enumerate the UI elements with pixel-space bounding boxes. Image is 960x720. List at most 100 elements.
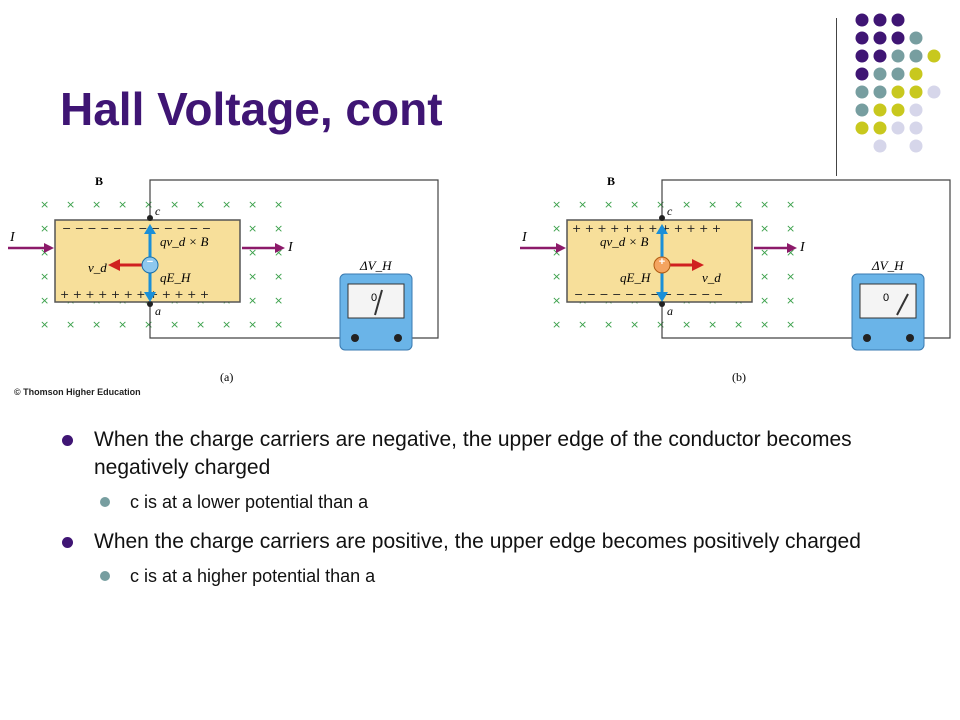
- magnetic-field-x-mark: ×: [578, 198, 587, 211]
- current-out-label-b: I: [800, 240, 805, 255]
- figure-a: ××××××××××××××××××××××××××××××××××××××××…: [0, 170, 450, 390]
- dot-grid-shapes: [855, 13, 941, 153]
- svg-text:− − − − − − − − − − − −: − − − − − − − − − − − −: [574, 288, 723, 301]
- magnetic-field-x-mark: ×: [760, 294, 769, 307]
- decorative-dot: [909, 67, 923, 81]
- decorative-dot: [855, 49, 869, 63]
- magnetic-field-x-mark: ×: [40, 318, 49, 331]
- magnetic-field-x-mark: ×: [552, 294, 561, 307]
- decorative-divider: [836, 18, 837, 176]
- decorative-dot: [873, 85, 887, 99]
- magnetic-field-x-mark: ×: [118, 198, 127, 211]
- magnetic-field-x-mark: ×: [786, 198, 795, 211]
- magnetic-field-x-mark: ×: [40, 198, 49, 211]
- point-c-label-b: c: [667, 204, 673, 218]
- decorative-dot: [855, 85, 869, 99]
- magnetic-field-x-mark: ×: [40, 270, 49, 283]
- magnetic-field-x-mark: ×: [786, 270, 795, 283]
- bullet-item: When the charge carriers are positive, t…: [60, 528, 940, 556]
- magnetic-field-x-mark: ×: [144, 198, 153, 211]
- magnetic-field-x-mark: ×: [734, 198, 743, 211]
- magnetic-field-x-mark: ×: [274, 246, 283, 259]
- charge-sign-a: −: [146, 256, 154, 268]
- current-in-label-b: I: [522, 230, 527, 245]
- decorative-dot: [909, 103, 923, 117]
- magnetic-field-x-mark: ×: [708, 198, 717, 211]
- magnetic-field-x-mark: ×: [682, 198, 691, 211]
- field-label-b: B: [607, 174, 616, 188]
- field-label-a: B: [95, 174, 104, 188]
- magnetic-field-x-mark: ×: [170, 198, 179, 211]
- decorative-dot: [909, 31, 923, 45]
- magnetic-field-x-mark: ×: [248, 318, 257, 331]
- caption-a: (a): [220, 370, 234, 384]
- decorative-dot: [855, 121, 869, 135]
- magnetic-field-x-mark: ×: [222, 198, 231, 211]
- magnetic-field-x-mark: ×: [92, 318, 101, 331]
- voltmeter-label-a: ΔV_H: [360, 258, 392, 273]
- efield-label-b: qE_H: [620, 270, 651, 285]
- magnetic-field-x-mark: ×: [274, 198, 283, 211]
- decorative-dot: [873, 31, 887, 45]
- voltmeter-label-b: ΔV_H: [872, 258, 904, 273]
- magnetic-field-x-mark: ×: [40, 294, 49, 307]
- point-a-label-b: a: [667, 304, 673, 318]
- decorative-dot: [873, 103, 887, 117]
- magnetic-field-x-mark: ×: [786, 294, 795, 307]
- meter-zero-b: 0: [883, 292, 890, 304]
- force-label-b: qv_d × B: [600, 234, 649, 249]
- magnetic-field-x-mark: ×: [170, 318, 179, 331]
- magnetic-field-x-mark: ×: [222, 318, 231, 331]
- decorative-dot: [927, 85, 941, 99]
- decorative-dot: [873, 13, 887, 27]
- decorative-dot: [873, 67, 887, 81]
- decorative-dot: [891, 121, 905, 135]
- decorative-dot: [891, 85, 905, 99]
- sub-bullet-item: c is at a higher potential than a: [60, 564, 940, 588]
- magnetic-field-x-mark: ×: [144, 318, 153, 331]
- magnetic-field-x-mark: ×: [196, 318, 205, 331]
- magnetic-field-x-mark: ×: [760, 198, 769, 211]
- decorative-dot: [855, 31, 869, 45]
- decorative-dot: [855, 13, 869, 27]
- force-label-a: qv_d × B: [160, 234, 209, 249]
- copyright-note: © Thomson Higher Education: [14, 387, 141, 397]
- magnetic-field-x-mark: ×: [630, 198, 639, 211]
- magnetic-field-x-mark: ×: [248, 222, 257, 235]
- magnetic-field-x-mark: ×: [248, 270, 257, 283]
- svg-text:− − − − − − − − − − − −: − − − − − − − − − − − −: [62, 222, 211, 235]
- decorative-dot: [909, 121, 923, 135]
- magnetic-field-x-mark: ×: [274, 222, 283, 235]
- magnetic-field-x-mark: ×: [40, 222, 49, 235]
- point-a-label-a: a: [155, 304, 161, 318]
- bullet-list: When the charge carriers are negative, t…: [60, 426, 940, 602]
- magnetic-field-x-mark: ×: [656, 198, 665, 211]
- decorative-dot: [855, 103, 869, 117]
- velocity-label-a: v_d: [88, 260, 107, 275]
- efield-label-a: qE_H: [160, 270, 191, 285]
- decorative-dot: [891, 49, 905, 63]
- magnetic-field-x-mark: ×: [552, 198, 561, 211]
- magnetic-field-x-mark: ×: [656, 318, 665, 331]
- magnetic-field-x-mark: ×: [630, 318, 639, 331]
- magnetic-field-x-mark: ×: [552, 222, 561, 235]
- decorative-dot: [873, 49, 887, 63]
- current-in-label-a: I: [10, 230, 15, 245]
- bullet-item: When the charge carriers are negative, t…: [60, 426, 940, 482]
- magnetic-field-x-mark: ×: [274, 318, 283, 331]
- decorative-dot: [891, 13, 905, 27]
- decorative-dot: [873, 139, 887, 153]
- magnetic-field-x-mark: ×: [760, 318, 769, 331]
- magnetic-field-x-mark: ×: [708, 318, 717, 331]
- slide-title: Hall Voltage, cont: [60, 83, 443, 135]
- svg-text:+ + + + + + + + + + + +: + + + + + + + + + + + +: [60, 288, 209, 301]
- magnetic-field-x-mark: ×: [786, 318, 795, 331]
- magnetic-field-x-mark: ×: [734, 318, 743, 331]
- meter-zero-a: 0: [371, 292, 378, 304]
- magnetic-field-x-mark: ×: [92, 198, 101, 211]
- magnetic-field-x-mark: ×: [786, 222, 795, 235]
- magnetic-field-x-mark: ×: [760, 222, 769, 235]
- decorative-dot: [891, 103, 905, 117]
- magnetic-field-x-mark: ×: [760, 246, 769, 259]
- svg-text:+ + + + + + + + + + + +: + + + + + + + + + + + +: [572, 222, 721, 235]
